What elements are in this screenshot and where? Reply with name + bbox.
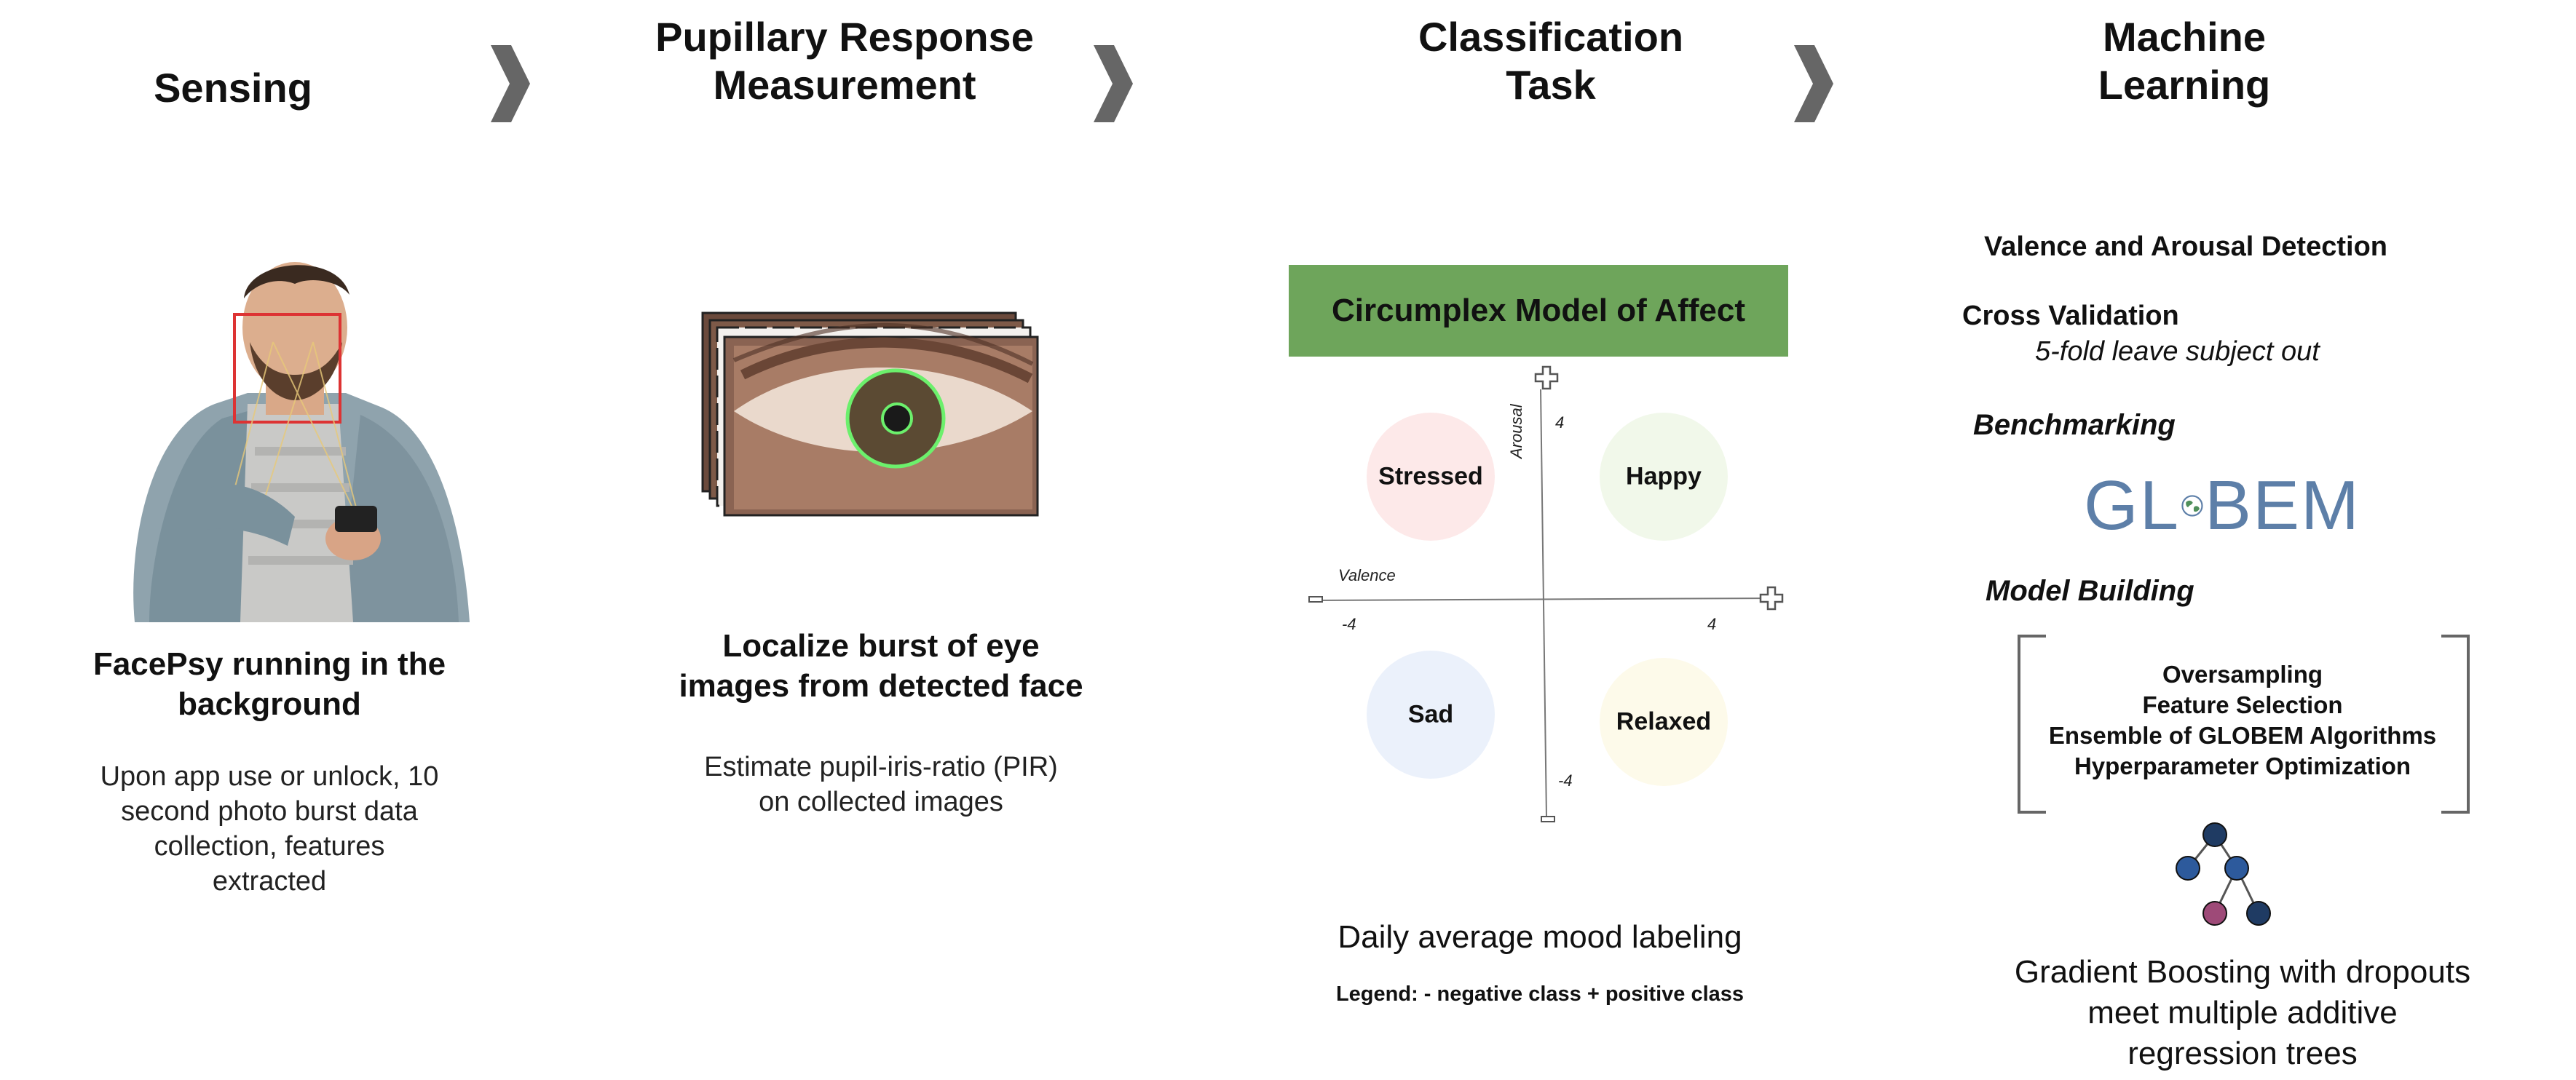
stage-title-ml: Machine Learning [1966, 13, 2403, 109]
description-line: Upon app use or unlock, 10 [100, 761, 439, 792]
model-building: Model Building [1986, 575, 2194, 607]
quadrant-label-happy: Happy [1626, 462, 1702, 491]
stage-title-line: Pupillary Response [655, 14, 1034, 60]
right-bracket-icon [2441, 635, 2470, 814]
plus-icon [1534, 365, 1559, 390]
model-building-steps: Oversampling Feature Selection Ensemble … [2039, 659, 2446, 782]
heading-line: Localize burst of eye [722, 628, 1040, 664]
classification-legend: Legend: - negative class + positive clas… [1335, 982, 1745, 1006]
sad-circle [1367, 651, 1495, 779]
happy-circle [1600, 413, 1728, 541]
stage-title-classification: Classification Task [1332, 13, 1769, 109]
y-max-label: 4 [1555, 413, 1565, 432]
eye-image-burst [701, 311, 1039, 517]
pupillary-heading: Localize burst of eye images from detect… [655, 626, 1107, 706]
valence-label: Valence [1338, 566, 1396, 584]
step-item: Hyperparameter Optimization [2074, 753, 2411, 779]
description-line: Estimate pupil-iris-ratio (PIR) [704, 752, 1058, 782]
valence-arousal-detection: Valence and Arousal Detection [1984, 231, 2387, 262]
ml-final-description: Gradient Boosting with dropouts meet mul… [1995, 952, 2490, 1074]
heading-line: background [178, 686, 361, 722]
stage-title-line: Sensing [154, 65, 312, 111]
final-line: meet multiple additive [2087, 995, 2398, 1031]
quadrant-label-relaxed: Relaxed [1616, 707, 1712, 736]
cross-validation-detail: 5-fold leave subject out [2035, 336, 2320, 367]
description-line: second photo burst data [121, 796, 418, 827]
stage-title-line: Task [1506, 62, 1596, 108]
x-max-label: 4 [1707, 615, 1717, 633]
logo-text-left: GL [2084, 466, 2181, 544]
minus-icon [1308, 596, 1323, 603]
x-min-label: -4 [1342, 615, 1356, 633]
stage-title-line: Classification [1418, 14, 1684, 60]
final-line: Gradient Boosting with dropouts [2014, 954, 2471, 990]
benchmarking: Benchmarking [1973, 409, 2176, 441]
circumplex-banner-title: Circumplex Model of Affect [1332, 293, 1745, 328]
stage-title-line: Learning [2098, 62, 2271, 108]
relaxed-circle [1600, 658, 1728, 786]
person-with-phone-illustration [133, 262, 470, 622]
logo-text-right: BEM [2204, 466, 2360, 544]
pupillary-description: Estimate pupil-iris-ratio (PIR) on colle… [655, 750, 1107, 819]
chevron-right-icon [1094, 45, 1133, 122]
minus-icon [1541, 816, 1555, 822]
stage-title-line: Machine [2102, 14, 2267, 60]
step-item: Feature Selection [2142, 691, 2343, 718]
chevron-right-icon [491, 45, 530, 122]
chevron-right-icon [1794, 45, 1833, 122]
final-line: regression trees [2127, 1036, 2358, 1071]
sensing-heading: FacePsy running in the background [66, 644, 473, 724]
globe-icon [2181, 495, 2203, 517]
circumplex-plot [1308, 365, 1784, 822]
step-item: Oversampling [2162, 661, 2323, 688]
description-line: collection, features [154, 831, 385, 862]
valence-axis [1310, 597, 1770, 601]
cross-validation: Cross Validation [1962, 301, 2179, 331]
quadrant-label-sad: Sad [1407, 700, 1454, 728]
description-line: extracted [212, 866, 327, 897]
circumplex-banner: Circumplex Model of Affect [1289, 265, 1788, 357]
stage-title-line: Measurement [713, 62, 976, 108]
quadrant-label-stressed: Stressed [1378, 462, 1483, 491]
stage-title-sensing: Sensing [124, 64, 342, 112]
step-item: Ensemble of GLOBEM Algorithms [2048, 722, 2437, 749]
arousal-label: Arousal [1507, 404, 1525, 458]
decision-tree-icon [2176, 822, 2271, 926]
stressed-circle [1367, 413, 1495, 541]
y-min-label: -4 [1558, 771, 1573, 790]
arousal-axis [1540, 389, 1547, 818]
stage-title-pupillary: Pupillary Response Measurement [626, 13, 1063, 109]
plus-icon [1759, 586, 1784, 611]
description-line: on collected images [759, 787, 1003, 817]
heading-line: images from detected face [679, 668, 1083, 704]
heading-line: FacePsy running in the [92, 646, 446, 682]
globem-logo: GL BEM [2084, 466, 2360, 546]
left-bracket-icon [2018, 635, 2046, 814]
sensing-description: Upon app use or unlock, 10 second photo … [66, 759, 473, 899]
classification-heading: Daily average mood labeling [1338, 919, 1742, 955]
